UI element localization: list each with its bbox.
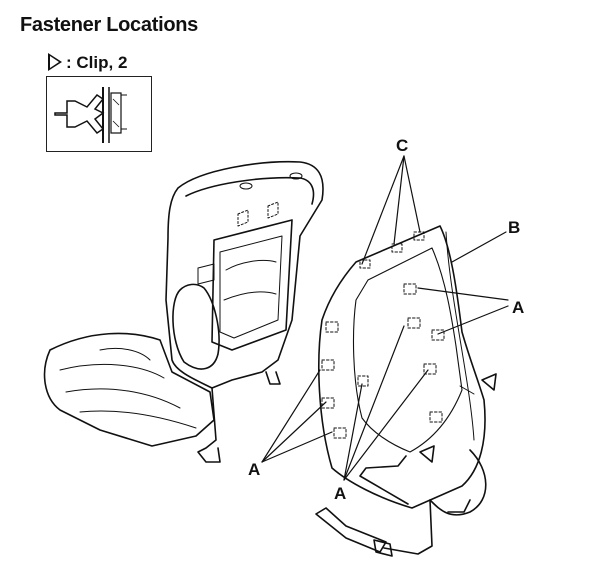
- panel-clip-outlines: [321, 231, 445, 439]
- label-a-right: A: [512, 298, 525, 317]
- triangle-outline-icon: [48, 53, 62, 71]
- legend-text: : Clip, 2: [66, 53, 128, 72]
- page-title: Fastener Locations: [20, 14, 198, 36]
- seat-back-panel: [318, 225, 486, 509]
- leader-lines: [261, 155, 509, 481]
- label-a-bottom: A: [334, 484, 347, 503]
- label-c: C: [396, 136, 409, 155]
- seat-cushion: [43, 332, 215, 447]
- panel-triangle-clips: [419, 373, 497, 463]
- clip-legend: : Clip, 2: [48, 50, 127, 73]
- label-a-left: A: [248, 460, 261, 479]
- clip-detail-box: [46, 76, 152, 152]
- clip-detail-drawing: [54, 87, 127, 143]
- label-b: B: [508, 218, 521, 237]
- lower-harness: [315, 449, 487, 557]
- seat-back-frame: [165, 160, 324, 463]
